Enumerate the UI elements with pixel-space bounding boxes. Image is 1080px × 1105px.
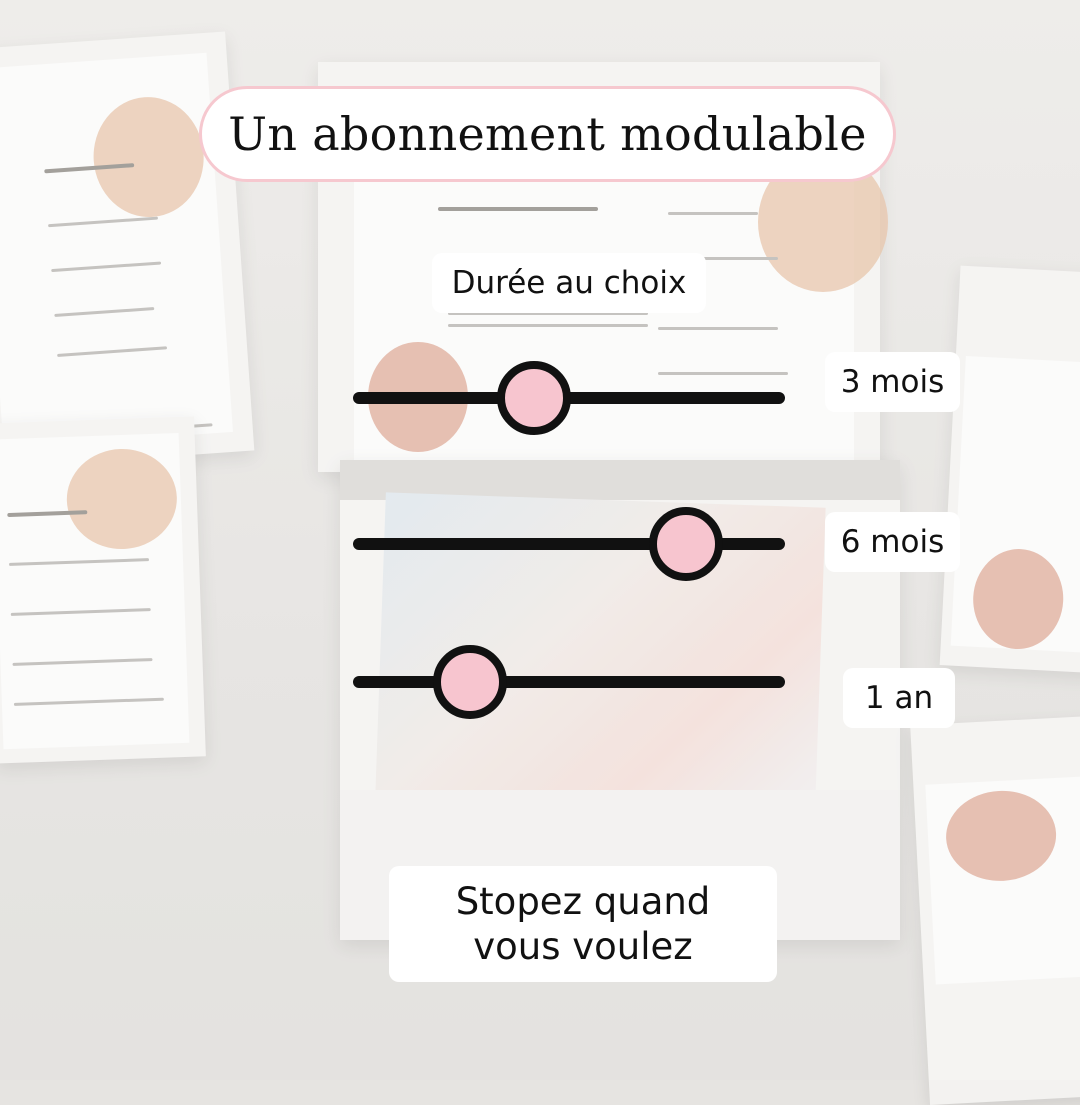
subtitle-label: Durée au choix <box>432 253 706 313</box>
slider-track <box>353 676 785 688</box>
slider-3-mois[interactable] <box>353 360 785 436</box>
slider-1-an[interactable] <box>353 644 785 720</box>
option-label-6-mois: 6 mois <box>825 512 960 572</box>
slider-thumb[interactable] <box>432 645 507 719</box>
slider-thumb[interactable] <box>648 507 723 581</box>
footer-message: Stopez quand vous voulez <box>389 866 777 982</box>
option-label-3-mois: 3 mois <box>825 352 960 412</box>
option-label-1-an: 1 an <box>843 668 955 728</box>
slider-thumb[interactable] <box>497 361 572 435</box>
page-title: Un abonnement modulable <box>199 86 896 182</box>
slider-6-mois[interactable] <box>353 506 785 582</box>
